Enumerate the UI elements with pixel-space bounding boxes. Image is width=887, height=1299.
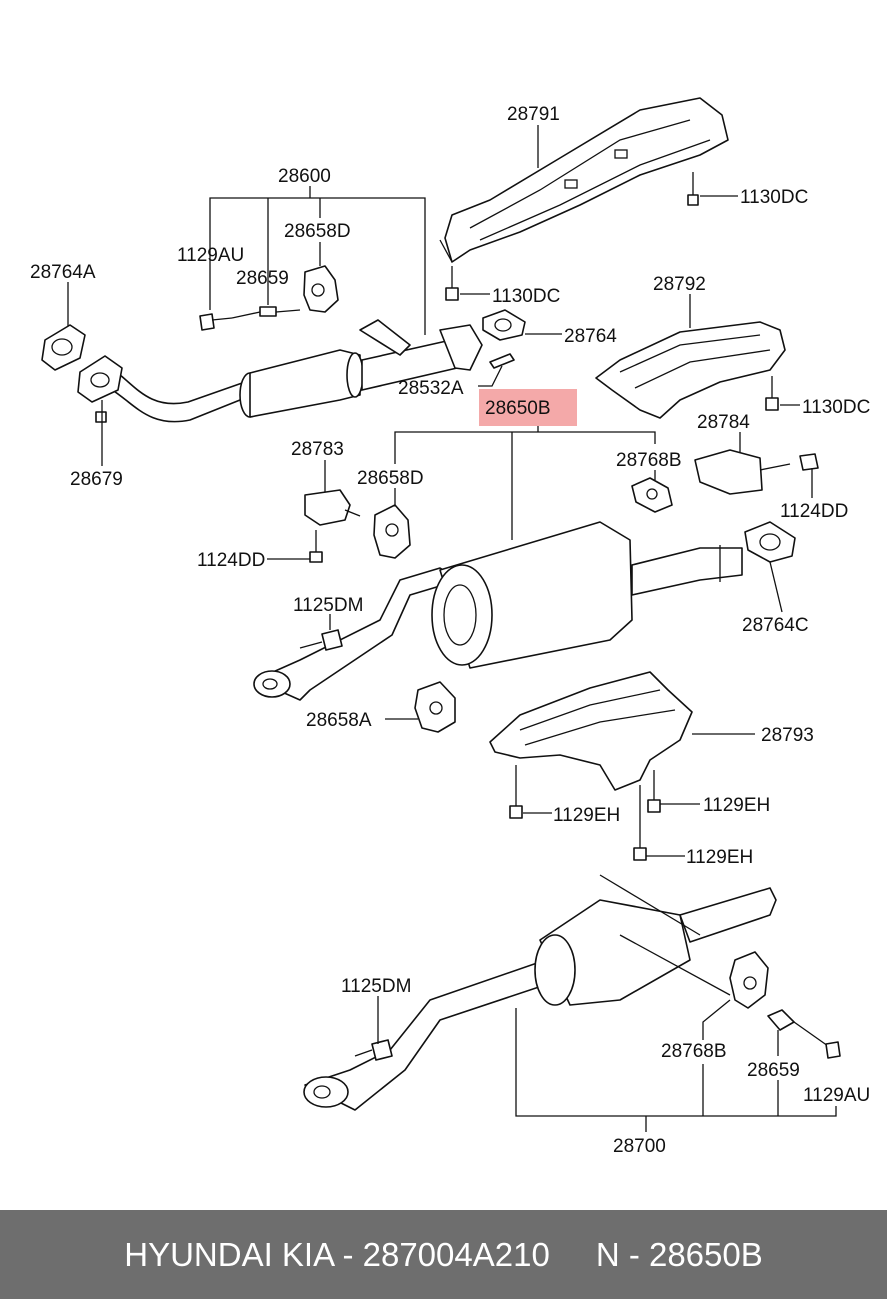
hanger-28768b-a — [631, 477, 673, 513]
label-28600: 28600 — [278, 166, 331, 187]
bushing-28659-b — [767, 1009, 829, 1047]
leader-lines — [67, 125, 837, 1132]
bolt-1125dm-a — [299, 629, 343, 651]
heat-shield-28793 — [489, 671, 693, 791]
bolt-1130dc-c — [765, 376, 779, 411]
bolt-1129au-a — [199, 313, 233, 331]
label-28764a: 28764A — [30, 262, 96, 283]
hanger-28658d-a — [303, 265, 339, 313]
spring-28532a — [489, 353, 515, 369]
label-28792: 28792 — [653, 274, 706, 295]
flange-28679 — [77, 355, 123, 423]
label-highlight — [479, 389, 577, 426]
bolt-1129eh-a — [509, 765, 523, 819]
label-28650b: 28650B — [485, 398, 551, 419]
label-1129au-b: 1129AU — [803, 1085, 870, 1106]
hanger-28768b-b — [729, 951, 769, 1009]
footer-part-number: HYUNDAI KIA - 287004A210 — [124, 1235, 550, 1273]
bolt-1130dc-a — [687, 172, 699, 206]
label-28793: 28793 — [761, 725, 814, 746]
label-28783: 28783 — [291, 439, 344, 460]
heat-shield-28791 — [439, 97, 729, 263]
gasket-28764c — [744, 521, 796, 563]
label-1130dc-a: 1130DC — [740, 187, 808, 208]
hanger-28658a — [414, 681, 456, 733]
label-1130dc-b: 1130DC — [492, 286, 560, 307]
part-number-footer: HYUNDAI KIA - 287004A210 N - 28650B — [0, 1210, 887, 1299]
label-1125dm-b: 1125DM — [341, 976, 411, 997]
label-28659-a: 28659 — [236, 268, 289, 289]
label-1125dm-a: 1125DM — [293, 595, 363, 616]
bolt-1124dd-a — [799, 453, 819, 471]
label-28784: 28784 — [697, 412, 750, 433]
part-labels: 28791 1130DC 28600 28658D 1129AU 28764A … — [30, 104, 870, 1157]
label-1129eh-a: 1129EH — [553, 805, 620, 826]
label-28658d-a: 28658D — [284, 221, 351, 242]
label-1129eh-b: 1129EH — [703, 795, 770, 816]
label-28532a: 28532A — [398, 378, 464, 399]
gasket-28764a — [41, 324, 86, 371]
bracket-28783 — [304, 489, 361, 526]
footer-ref-number: N - 28650B — [595, 1235, 763, 1273]
label-1124dd-a: 1124DD — [780, 501, 848, 522]
label-28791: 28791 — [507, 104, 560, 125]
exhaust-parts-diagram: 28791 1130DC 28600 28658D 1129AU 28764A … — [30, 97, 870, 1157]
bolt-1129au-b — [825, 1041, 841, 1059]
bolt-1129eh-c — [633, 785, 647, 861]
label-28658d-b: 28658D — [357, 468, 424, 489]
label-28764: 28764 — [564, 326, 617, 347]
bushing-28659-a — [231, 306, 301, 319]
gasket-28764 — [482, 309, 526, 341]
label-28700: 28700 — [613, 1136, 666, 1157]
bolt-1130dc-b — [445, 266, 459, 301]
label-28768b-a: 28768B — [616, 450, 682, 471]
label-1129eh-c: 1129EH — [686, 847, 753, 868]
bolt-1125dm-b — [354, 1039, 393, 1061]
center-muffler-28650b — [253, 521, 743, 701]
label-28679: 28679 — [70, 469, 123, 490]
label-1124dd-b: 1124DD — [197, 550, 265, 571]
bolt-1124dd-b — [309, 530, 323, 563]
label-28658a: 28658A — [306, 710, 372, 731]
label-28764c: 28764C — [742, 615, 809, 636]
label-1130dc-c: 1130DC — [802, 397, 870, 418]
hanger-28658d-b — [373, 504, 411, 559]
label-28659-b: 28659 — [747, 1060, 800, 1081]
bolt-1129eh-b — [647, 770, 661, 813]
heat-shield-28792 — [595, 321, 786, 419]
label-1129au-a: 1129AU — [177, 245, 244, 266]
front-pipe-28600 — [91, 319, 483, 423]
label-28768b-b: 28768B — [661, 1041, 727, 1062]
main-muffler-28700 — [303, 874, 777, 1111]
bracket-28784 — [694, 449, 791, 495]
